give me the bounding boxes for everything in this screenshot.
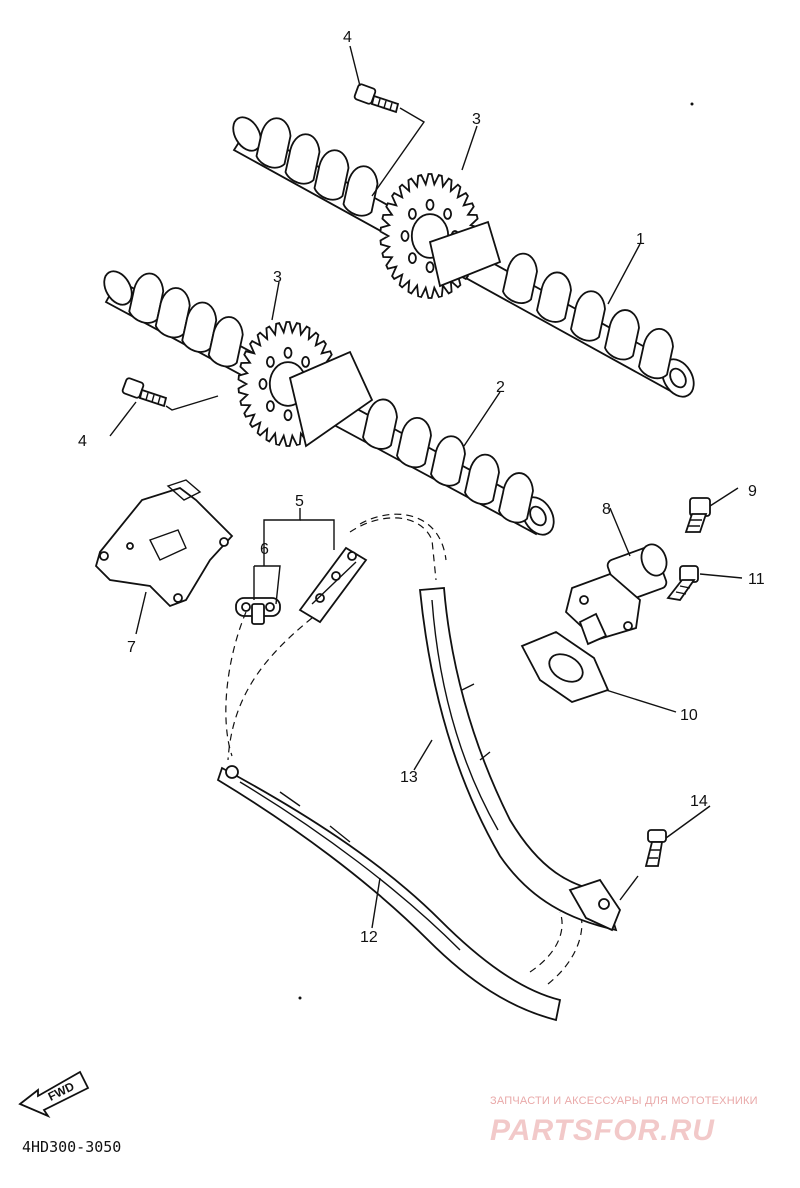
callout-6: 6: [260, 541, 269, 558]
sprocket-lower-hole: [265, 355, 275, 368]
sprocket-lower-hole: [301, 355, 311, 368]
cam-lobe-lower: [498, 472, 534, 524]
callout-4-lower: 4: [78, 433, 87, 450]
dot-mark: [298, 996, 302, 1000]
cam-chain-tensioner: [564, 543, 668, 646]
cam-lobe-lower: [430, 435, 466, 487]
chain-guide-front: [216, 765, 562, 1022]
sprocket-lower-hole: [258, 378, 268, 390]
leader-lines: [109, 45, 743, 929]
bolt-upper: [353, 83, 400, 114]
callout-10: 10: [680, 707, 698, 724]
sprocket-lower-hole: [265, 400, 275, 413]
callout-13: 13: [400, 769, 418, 786]
bolt-lower: [121, 377, 168, 408]
cam-lobe-upper: [284, 133, 321, 185]
sprocket-upper-hole: [400, 230, 410, 242]
sprocket-upper-hole: [425, 198, 435, 211]
callout-7: 7: [127, 639, 136, 656]
callouts: 1 2 3 3 4 4 5 6 7 8 9 10 11 12 13 14: [78, 29, 765, 946]
tensioner-gasket: [520, 630, 610, 703]
cam-lobe-upper: [255, 117, 292, 169]
callout-9: 9: [748, 483, 757, 500]
cam-chain-segment: [298, 546, 368, 624]
cam-sprocket-lower: [237, 321, 374, 448]
tensioner-bolt-11: [666, 565, 699, 601]
chain-guide-rear: [419, 587, 622, 932]
callout-2: 2: [496, 379, 505, 396]
cam-lobe-upper: [604, 309, 640, 361]
callout-8: 8: [602, 501, 611, 518]
callout-4-upper: 4: [343, 29, 352, 46]
watermark-tagline: ЗАПЧАСТИ И АКСЕССУАРЫ ДЛЯ МОТОТЕХНИКИ: [490, 1095, 758, 1107]
callout-5: 5: [295, 493, 304, 510]
drawing-code: 4HD300-3050: [22, 1138, 121, 1156]
cam-chain-path: [225, 513, 583, 985]
cam-lobe-lower: [362, 398, 398, 450]
callout-3-upper: 3: [472, 111, 481, 128]
chain-link-joint: [235, 597, 281, 625]
watermark: ЗАПЧАСТИ И АКСЕССУАРЫ ДЛЯ МОТОТЕХНИКИ PA…: [490, 1095, 758, 1147]
cam-lobe-lower: [464, 453, 500, 505]
dot-mark: [690, 102, 694, 106]
cam-lobe-upper: [638, 328, 674, 380]
chain-guide-top: [94, 479, 234, 608]
sprocket-lower-hole: [283, 346, 293, 359]
callout-1: 1: [636, 231, 645, 248]
cam-lobe-upper: [536, 271, 572, 323]
callout-12: 12: [360, 929, 378, 946]
cam-lobe-upper: [342, 165, 379, 217]
cam-lobe-upper: [313, 149, 350, 201]
guide-bolt-14: [644, 829, 667, 867]
cam-sprocket-upper: [379, 173, 502, 299]
callout-3-lower: 3: [273, 269, 282, 286]
cam-lobe-upper: [502, 252, 538, 304]
cam-lobe-lower: [207, 316, 244, 368]
sprocket-lower-hole: [283, 409, 293, 422]
watermark-brand: PARTSFOR.RU: [490, 1114, 715, 1147]
sprocket-upper-hole: [425, 261, 435, 274]
cam-lobe-lower: [396, 417, 432, 469]
sprocket-upper-hole: [407, 207, 417, 220]
sprocket-upper-hole: [407, 252, 417, 265]
callout-14: 14: [690, 793, 708, 810]
callout-11: 11: [748, 571, 765, 588]
cam-lobe-upper: [570, 290, 606, 342]
tensioner-bolt-9: [684, 497, 711, 533]
sprocket-upper-hole: [443, 207, 453, 220]
fwd-arrow: FWD: [18, 1070, 90, 1119]
